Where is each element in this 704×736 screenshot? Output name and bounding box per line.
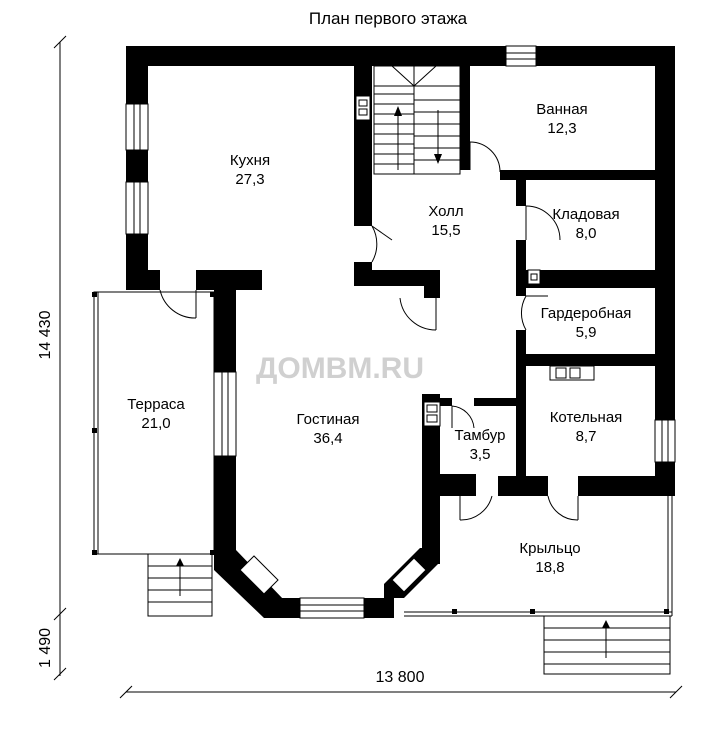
room-vestibule-name: Тамбур — [455, 427, 506, 444]
watermark: ДОМВМ.RU — [256, 352, 424, 385]
room-pantry-area: 8,0 — [576, 225, 597, 242]
room-kitchen-name: Кухня — [230, 152, 270, 169]
room-wardrobe-area: 5,9 — [576, 324, 597, 341]
room-hall-area: 15,5 — [431, 222, 460, 239]
dimension-height-main: 14 430 — [37, 310, 54, 359]
room-living-area: 36,4 — [313, 430, 342, 447]
room-living-name: Гостиная — [297, 411, 360, 428]
plan-title: План первого этажа — [309, 9, 468, 28]
room-hall-name: Холл — [428, 203, 463, 220]
windows — [125, 45, 676, 619]
porch-outline — [404, 496, 673, 675]
boiler-appliances — [549, 365, 595, 381]
staircase — [373, 65, 461, 175]
room-vestibule-area: 3,5 — [470, 446, 491, 463]
room-wardrobe-name: Гардеробная — [541, 305, 632, 322]
interior-walls — [354, 66, 655, 496]
doors — [159, 141, 579, 521]
room-pantry-name: Кладовая — [552, 206, 619, 223]
room-bathroom-area: 12,3 — [547, 120, 576, 137]
room-porch-area: 18,8 — [535, 559, 564, 576]
room-terrace-name: Терраса — [127, 396, 185, 413]
room-porch-name: Крыльцо — [519, 540, 580, 557]
room-labels: Кухня 27,3 Ванная 12,3 Холл 15,5 Кладова… — [127, 101, 631, 576]
room-terrace-area: 21,0 — [141, 415, 170, 432]
room-bathroom-name: Ванная — [536, 101, 587, 118]
room-boiler-area: 8,7 — [576, 428, 597, 445]
outer-walls — [126, 46, 675, 618]
dimension-height-porch: 1 490 — [37, 628, 54, 668]
room-kitchen-area: 27,3 — [235, 171, 264, 188]
terrace-outline — [92, 291, 215, 617]
dimensions: 13 800 14 430 1 490 — [37, 35, 683, 699]
room-boiler-name: Котельная — [550, 409, 623, 426]
dimension-width: 13 800 — [376, 669, 425, 686]
vent-symbols — [355, 95, 541, 427]
